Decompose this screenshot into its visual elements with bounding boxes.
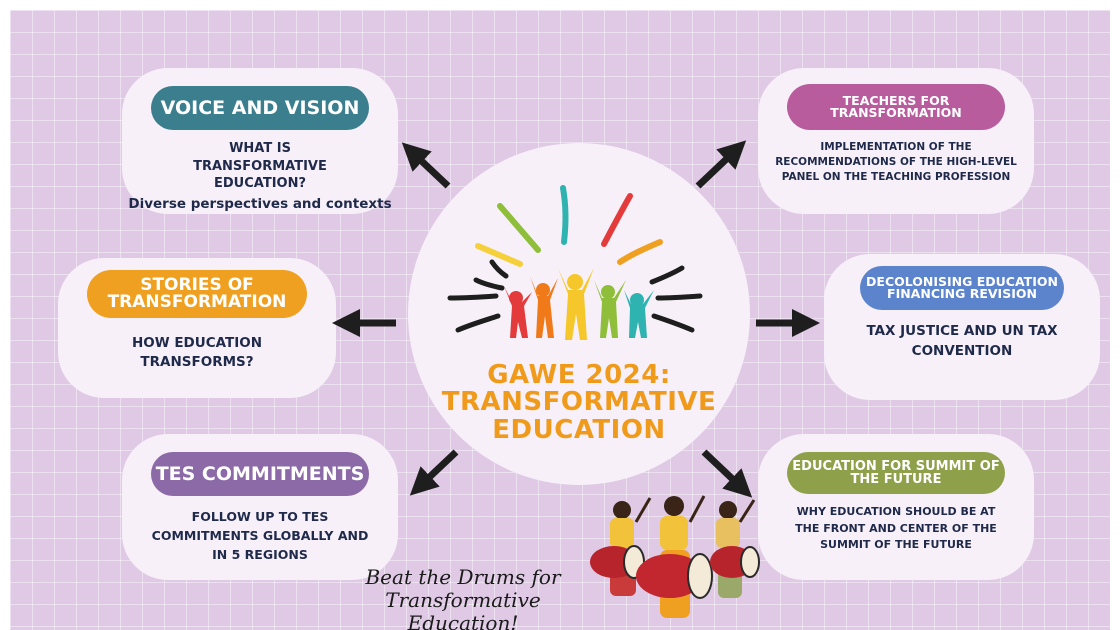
card-title-teachers-for-transformation: TEACHERS FOR TRANSFORMATION: [787, 84, 1005, 130]
arrow-icon: [409, 449, 459, 496]
card-text-summit: WHY EDUCATION SHOULD BE AT THE FRONT AND…: [795, 505, 997, 551]
decorations-layer: [332, 140, 820, 618]
tagline: Beat the Drums for Transformative Educat…: [328, 566, 598, 630]
infographic-canvas: VOICE AND VISION WHAT IS TRANSFORMATIVE …: [10, 10, 1110, 630]
arrow-icon: [701, 449, 753, 498]
card-text-voice-1: WHAT IS TRANSFORMATIVE EDUCATION?: [193, 141, 327, 192]
card-text-stories: HOW EDUCATION TRANSFORMS?: [131, 335, 263, 370]
card-teachers-for-transformation: TEACHERS FOR TRANSFORMATION IMPLEMENTATI…: [758, 68, 1034, 214]
arrow-icon: [401, 142, 451, 189]
card-text-decolonising: TAX JUSTICE AND UN TAX CONVENTION: [866, 323, 1058, 359]
card-text-voice-2: Diverse perspectives and contexts: [128, 195, 392, 212]
card-decolonising-education: DECOLONISING EDUCATION FINANCING REVISIO…: [824, 254, 1100, 400]
card-voice-and-vision: VOICE AND VISION WHAT IS TRANSFORMATIVE …: [122, 68, 398, 214]
center-title-line-3: EDUCATION: [492, 414, 666, 445]
center-title-line-1: GAWE 2024:: [487, 360, 671, 390]
card-stories-of-transformation: STORIES OF TRANSFORMATION HOW EDUCATION …: [58, 258, 336, 398]
tagline-line-2: Transformative Education!: [385, 588, 541, 630]
card-title-tes-commitments: TES COMMITMENTS: [151, 452, 369, 496]
center-title-line-2: TRANSFORMATIVE: [441, 387, 717, 418]
center-title: GAWE 2024: TRANSFORMATIVE EDUCATION: [430, 360, 728, 445]
card-title-stories-of-transformation: STORIES OF TRANSFORMATION: [87, 270, 307, 318]
people-celebration-logo-icon: [447, 185, 703, 340]
card-tes-commitments: TES COMMITMENTS FOLLOW UP TO TES COMMITM…: [122, 434, 398, 580]
card-title-decolonising-education: DECOLONISING EDUCATION FINANCING REVISIO…: [860, 266, 1064, 310]
arrow-icon: [695, 140, 747, 189]
card-text-teachers: IMPLEMENTATION OF THE RECOMMENDATIONS OF…: [775, 141, 1017, 184]
card-title-voice-and-vision: VOICE AND VISION: [151, 86, 369, 130]
drummers-illustration-icon: [590, 495, 760, 618]
card-text-tes: FOLLOW UP TO TES COMMITMENTS GLOBALLY AN…: [151, 509, 369, 562]
tagline-line-1: Beat the Drums for: [365, 565, 561, 589]
card-summit-of-the-future: EDUCATION FOR SUMMIT OF THE FUTURE WHY E…: [758, 434, 1034, 580]
card-title-summit-of-the-future: EDUCATION FOR SUMMIT OF THE FUTURE: [787, 452, 1005, 494]
